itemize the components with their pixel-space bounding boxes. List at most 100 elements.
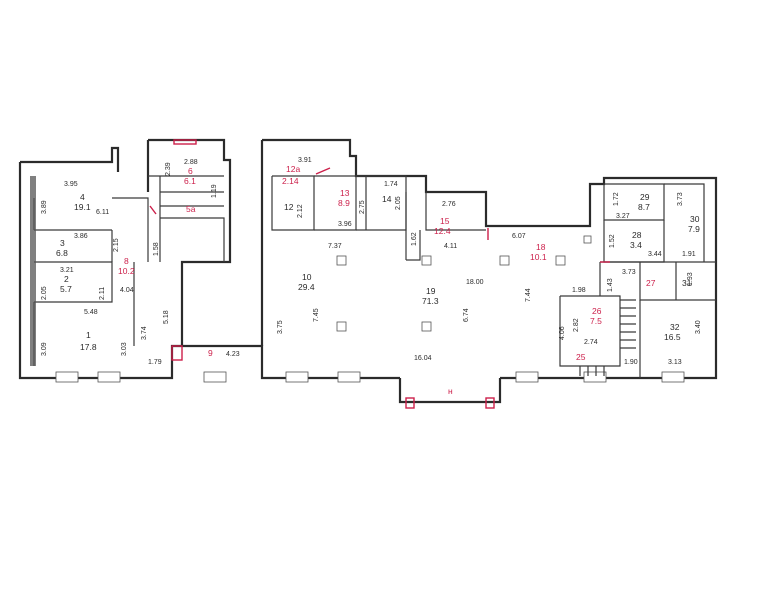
room-number: 1 bbox=[86, 330, 91, 340]
room-area: 7.9 bbox=[688, 224, 700, 234]
dim-label: 1.72 bbox=[613, 192, 620, 206]
dim-label: 1.74 bbox=[384, 181, 398, 188]
dim-label: 2.11 bbox=[99, 287, 106, 300]
column bbox=[421, 321, 432, 332]
dim-label: 3.74 bbox=[141, 326, 148, 340]
column bbox=[499, 255, 510, 266]
room-number: 28 bbox=[632, 230, 642, 240]
dim-label: 6.74 bbox=[463, 308, 470, 322]
room-number: 25 bbox=[576, 352, 586, 362]
room-number: 4 bbox=[80, 192, 85, 202]
dim-label: 3.03 bbox=[121, 342, 128, 356]
dim-label: 7.44 bbox=[525, 288, 532, 302]
room-number: 9 bbox=[208, 348, 213, 358]
dim-label: 6.07 bbox=[512, 233, 526, 240]
room-number: 29 bbox=[640, 192, 650, 202]
room-area: 8.9 bbox=[338, 198, 350, 208]
window bbox=[55, 371, 79, 383]
window bbox=[285, 371, 309, 383]
room-area: 8.7 bbox=[638, 202, 650, 212]
dim-label: 3.21 bbox=[60, 267, 74, 274]
room-number: 31 bbox=[682, 278, 692, 288]
dim-label: 1.90 bbox=[624, 359, 638, 366]
doors bbox=[149, 139, 610, 409]
dim-label: 3.89 bbox=[41, 200, 48, 214]
window bbox=[337, 371, 361, 383]
dim-label: 3.40 bbox=[695, 320, 702, 334]
dim-label: 3.91 bbox=[298, 157, 312, 164]
room-number: 26 bbox=[592, 306, 602, 316]
dim-label: 2.75 bbox=[359, 200, 366, 214]
door bbox=[173, 139, 197, 145]
dim-label: 3.86 bbox=[74, 233, 88, 240]
window bbox=[583, 371, 607, 383]
room-number: 13 bbox=[340, 188, 350, 198]
windows bbox=[55, 371, 685, 383]
room-area: 19.1 bbox=[74, 202, 91, 212]
room-area: 16.5 bbox=[664, 332, 681, 342]
room-number: 19 bbox=[426, 286, 436, 296]
dim-label: 5.48 bbox=[84, 309, 98, 316]
dim-label: 1.19 bbox=[211, 184, 218, 198]
dim-label: 1.62 bbox=[411, 232, 418, 246]
dim-label: 3.73 bbox=[622, 269, 636, 276]
dim-label: 1.52 bbox=[609, 234, 616, 248]
room-area: 5.7 bbox=[60, 284, 72, 294]
dim-label: 3.09 bbox=[41, 342, 48, 356]
room-number: 32 bbox=[670, 322, 680, 332]
window bbox=[515, 371, 539, 383]
dim-label: 4.04 bbox=[120, 287, 134, 294]
dim-label: 1.93 bbox=[687, 272, 694, 286]
dim-label: 1.98 bbox=[572, 287, 586, 294]
room-area: 6.8 bbox=[56, 248, 68, 258]
room-area: 6.1 bbox=[184, 176, 196, 186]
dim-label: 3.95 bbox=[64, 181, 78, 188]
window bbox=[97, 371, 121, 383]
dim-label: 2.12 bbox=[297, 204, 304, 218]
dim-label: 5.18 bbox=[163, 310, 170, 324]
room-area: 10.1 bbox=[530, 252, 547, 262]
dim-label: 4.06 bbox=[559, 326, 566, 340]
room-number: 27 bbox=[646, 278, 656, 288]
dim-label: 18.00 bbox=[466, 279, 484, 286]
room-area: 10.2 bbox=[118, 266, 135, 276]
room-labels: 4 19.1 3 6.8 2 5.7 1 17.8 8 10.2 6 6.1 5… bbox=[56, 164, 700, 362]
dim-label: 3.27 bbox=[616, 213, 630, 220]
door bbox=[405, 397, 415, 409]
dim-label: 7.37 bbox=[328, 243, 342, 250]
room-number: 2 bbox=[64, 274, 69, 284]
dim-label: 4.23 bbox=[226, 351, 240, 358]
column bbox=[336, 255, 347, 266]
column bbox=[421, 255, 432, 266]
room-area: 71.3 bbox=[422, 296, 439, 306]
room-number: 6 bbox=[188, 166, 193, 176]
dim-label: 1.58 bbox=[153, 242, 160, 256]
column bbox=[583, 235, 592, 244]
dim-label: 1.79 bbox=[148, 359, 162, 366]
dim-label: 2.76 bbox=[442, 201, 456, 208]
dim-label: 2.82 bbox=[573, 318, 580, 332]
dim-label: 2.74 bbox=[584, 339, 598, 346]
window bbox=[203, 371, 227, 383]
dim-label: 3.73 bbox=[677, 192, 684, 206]
column bbox=[336, 321, 347, 332]
window bbox=[661, 371, 685, 383]
door bbox=[171, 345, 183, 361]
room-number: 12a bbox=[286, 164, 300, 174]
dim-label: 3.96 bbox=[338, 221, 352, 228]
stair-hatch bbox=[30, 176, 36, 366]
room-number: 5a bbox=[186, 204, 196, 214]
dim-label: 3.44 bbox=[648, 251, 662, 258]
column bbox=[555, 255, 566, 266]
room-number: 14 bbox=[382, 194, 392, 204]
room-area: 12.4 bbox=[434, 226, 451, 236]
dim-label: 3.13 bbox=[668, 359, 682, 366]
room-number: 30 bbox=[690, 214, 700, 224]
dim-label: 2.05 bbox=[41, 286, 48, 300]
dim-label: 2.15 bbox=[113, 238, 120, 252]
room-area: 3.4 bbox=[630, 240, 642, 250]
room-area: 2.05 bbox=[395, 196, 402, 210]
columns bbox=[336, 235, 592, 332]
stairs bbox=[30, 176, 636, 376]
